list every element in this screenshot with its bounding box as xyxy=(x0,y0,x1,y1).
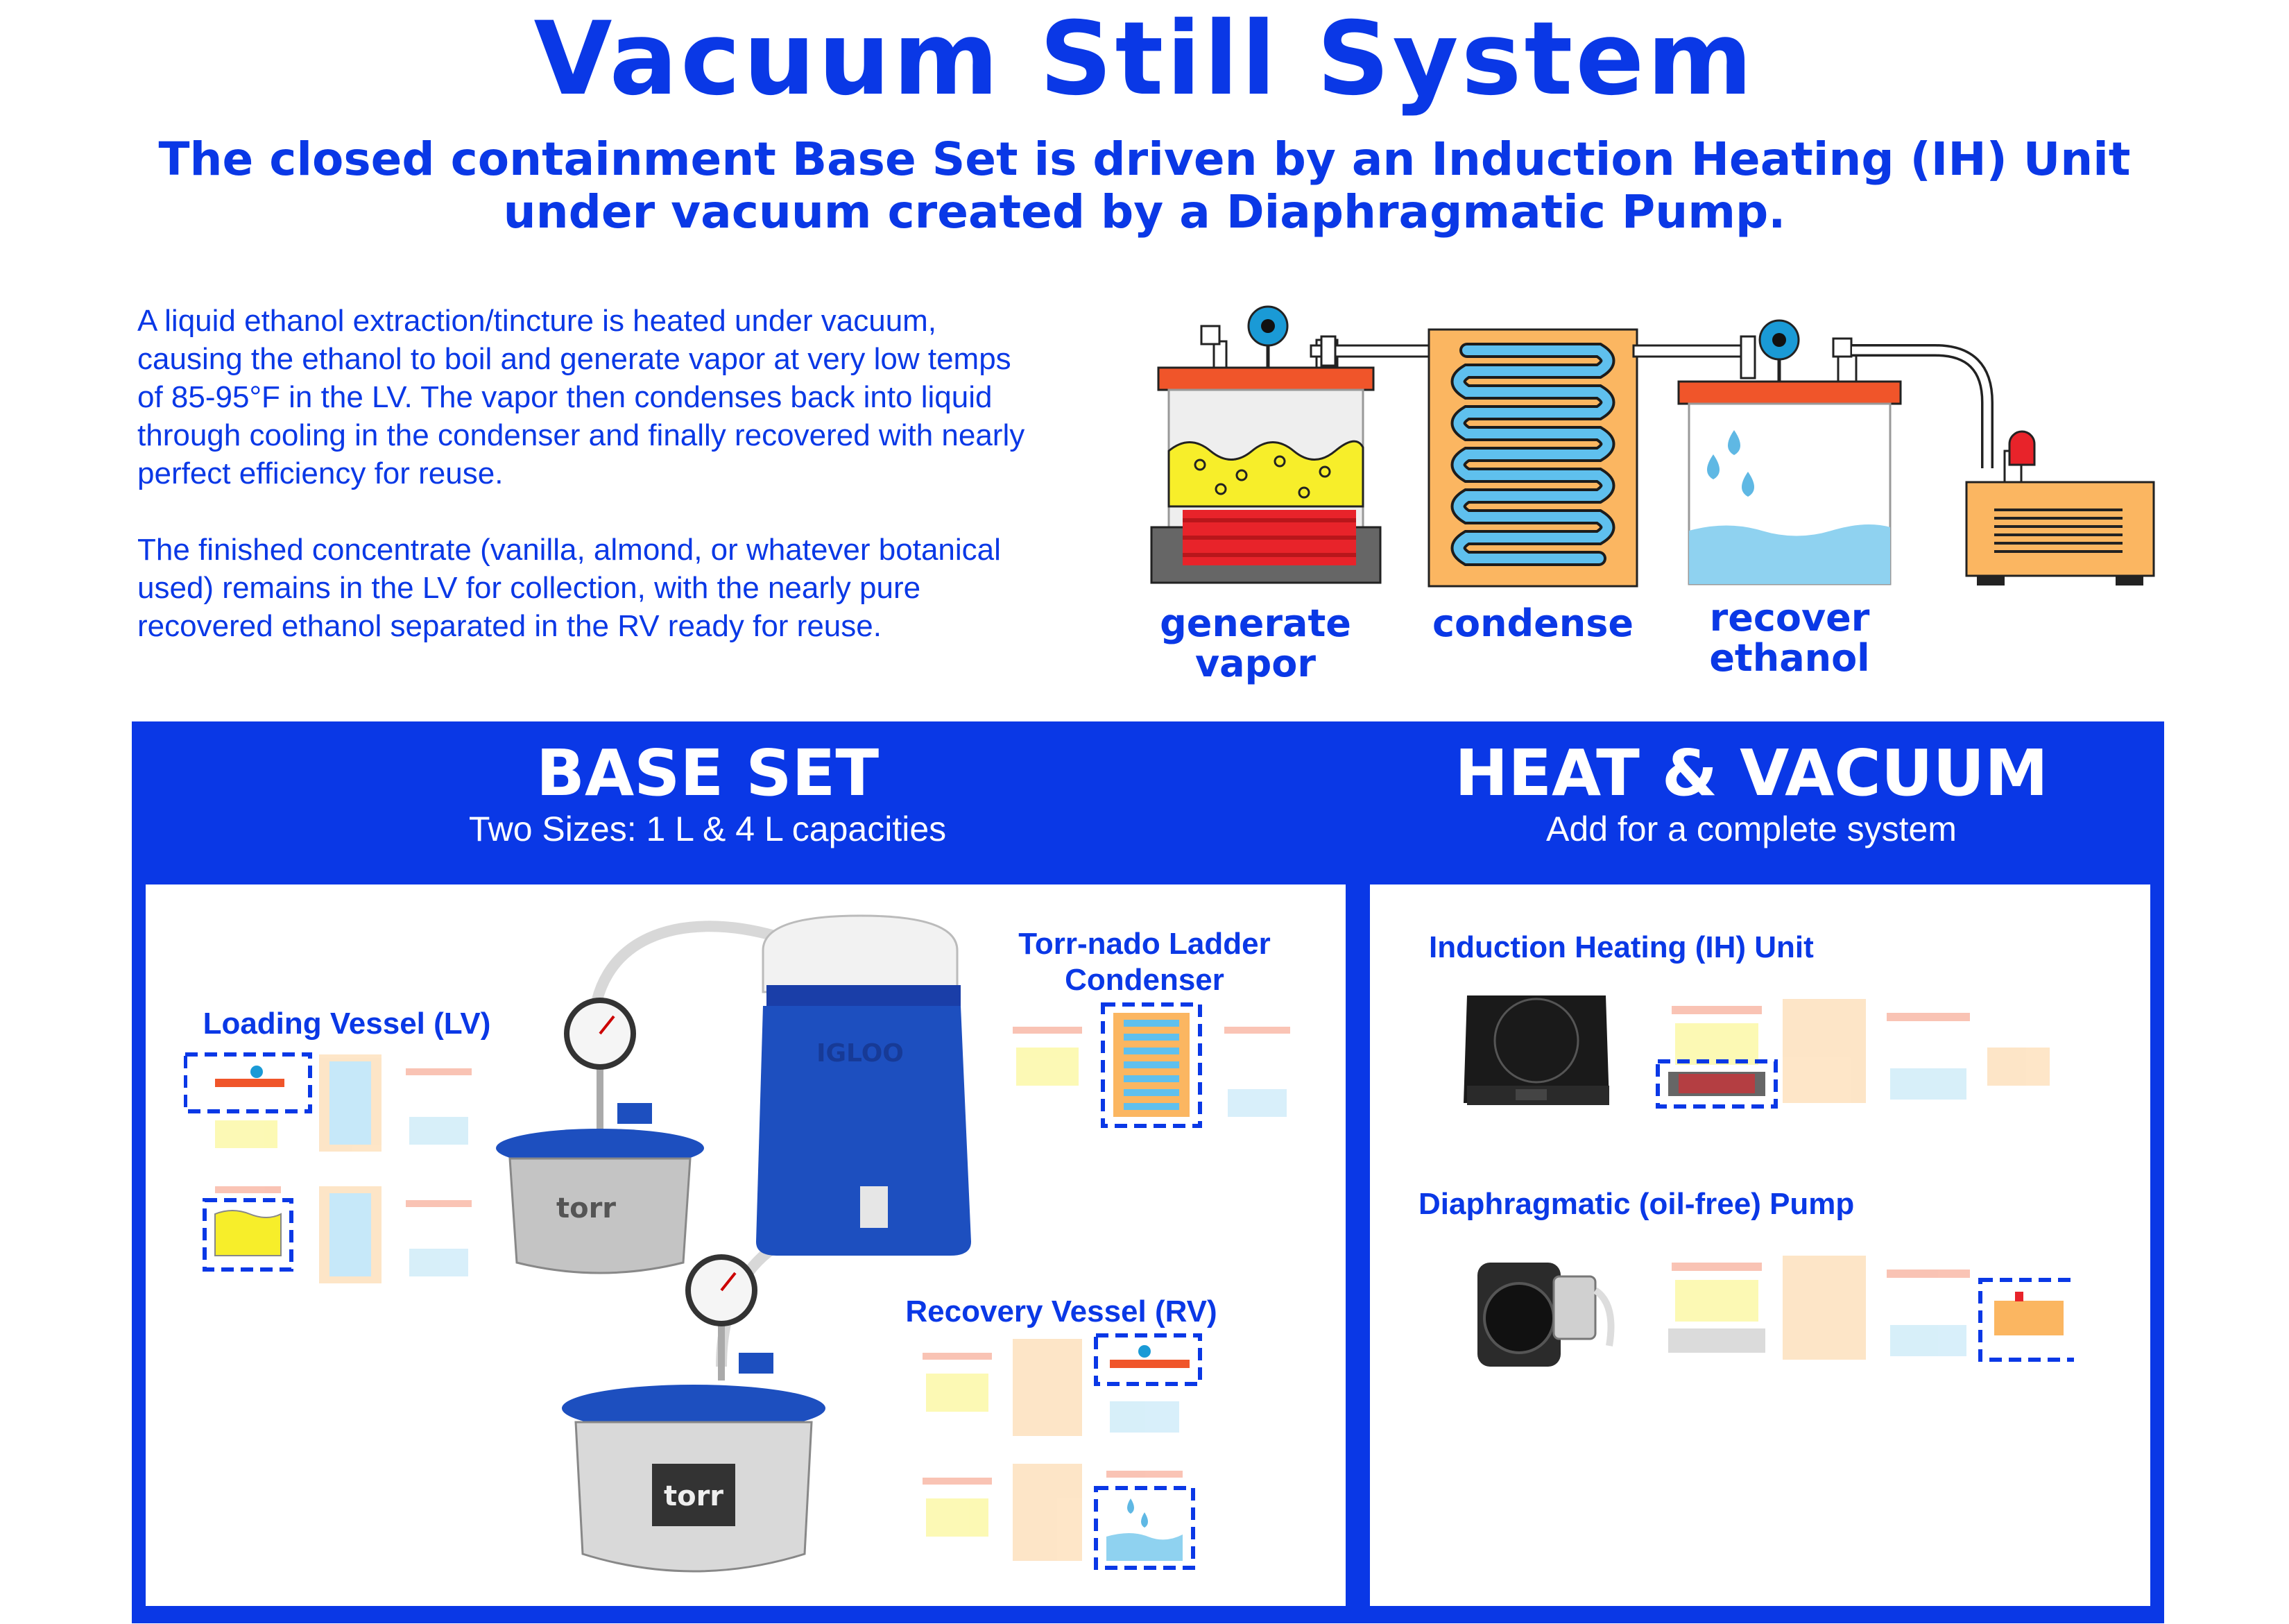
mini-gauge-icon xyxy=(1138,1345,1151,1358)
pump-highlight xyxy=(1978,1278,2074,1362)
intro-text: A liquid ethanol extraction/tincture is … xyxy=(137,302,1039,683)
page-subtitle: The closed containment Base Set is drive… xyxy=(69,133,2220,239)
base-set-subheading: Two Sizes: 1 L & 4 L capacities xyxy=(468,810,947,848)
loading-vessel-product: torr xyxy=(496,998,704,1274)
base-set-heading: BASE SET xyxy=(535,736,880,810)
base-set-product-photo: IGLOO torr torr xyxy=(496,914,971,1573)
cooler-brand-text: IGLOO xyxy=(816,1039,904,1068)
diagram-loading-vessel xyxy=(1150,305,1382,584)
heat-vacuum-subheading: Add for a complete system xyxy=(1546,810,1957,848)
step-3-line-1: recover xyxy=(1709,596,1870,640)
intro-paragraph-1: A liquid ethanol extraction/tincture is … xyxy=(137,304,1025,490)
step-label-recover-ethanol: recover ethanol xyxy=(1672,598,1908,678)
intro-paragraph-2: The finished concentrate (vanilla, almon… xyxy=(137,533,1001,643)
rv-lid-highlight xyxy=(1094,1333,1202,1386)
condenser-label-line-1: Torr-nado Ladder xyxy=(1018,927,1271,961)
diagram-recovery-vessel xyxy=(1677,319,1902,586)
ih-highlight xyxy=(1656,1059,1778,1109)
lv-brand-text: torr xyxy=(556,1193,616,1224)
step-label-generate-vapor: generate vapor xyxy=(1138,604,1373,684)
step-3-line-2: ethanol xyxy=(1709,636,1870,680)
mini-diagram-ih xyxy=(1656,999,2050,1109)
mini-diagram-rv-lid xyxy=(923,1333,1202,1436)
mini-gauge-icon xyxy=(250,1066,263,1078)
mini-diagram-lv-body xyxy=(203,1186,472,1283)
condenser-highlight xyxy=(1101,1002,1202,1128)
step-label-condense: condense xyxy=(1422,604,1644,644)
recovery-vessel-label: Recovery Vessel (RV) xyxy=(905,1294,1217,1328)
subtitle-line-1: The closed containment Base Set is drive… xyxy=(158,133,2131,186)
loading-vessel-label: Loading Vessel (LV) xyxy=(203,1007,491,1041)
rv-brand-text: torr xyxy=(664,1480,723,1512)
pump-light-icon xyxy=(2008,430,2036,466)
diagram-pump xyxy=(1965,430,2155,586)
rv-body-highlight xyxy=(1094,1486,1195,1570)
heat-vacuum-header: HEAT & VACUUM Add for a complete system xyxy=(1360,739,2143,850)
mini-diagram-lv-lid xyxy=(184,1052,472,1152)
pump-product-photo xyxy=(1477,1263,1615,1367)
ih-unit-label: Induction Heating (IH) Unit xyxy=(1429,930,1814,964)
ih-unit-product-photo xyxy=(1464,995,1609,1105)
water-cooler: IGLOO xyxy=(756,914,971,1256)
lv-lid-highlight xyxy=(184,1052,312,1113)
page-title: Vacuum Still System xyxy=(533,0,1756,118)
condenser-label-line-2: Condenser xyxy=(1065,963,1224,997)
mini-diagram-pump xyxy=(1668,1256,2074,1362)
step-1-line-2: vapor xyxy=(1194,642,1317,685)
droplet-icon xyxy=(1127,1498,1134,1514)
recovery-vessel-product: torr xyxy=(562,1254,825,1573)
subtitle-line-2: under vacuum created by a Diaphragmatic … xyxy=(503,185,1786,239)
step-2-line-1: condense xyxy=(1432,601,1634,645)
lv-body-highlight xyxy=(203,1198,293,1272)
base-set-header: BASE SET Two Sizes: 1 L & 4 L capacities xyxy=(132,739,1283,850)
diagram-condenser xyxy=(1428,328,1638,588)
heat-vacuum-heading: HEAT & VACUUM xyxy=(1455,736,2048,810)
mini-diagram-rv-body xyxy=(923,1464,1195,1570)
process-diagram xyxy=(1150,305,2155,588)
step-1-line-1: generate xyxy=(1160,601,1351,645)
droplet-icon xyxy=(1728,430,1740,455)
pump-label: Diaphragmatic (oil-free) Pump xyxy=(1418,1187,1855,1221)
mini-diagram-condenser xyxy=(1013,1002,1290,1128)
condenser-label: Torr-nado Ladder Condenser xyxy=(978,926,1311,998)
